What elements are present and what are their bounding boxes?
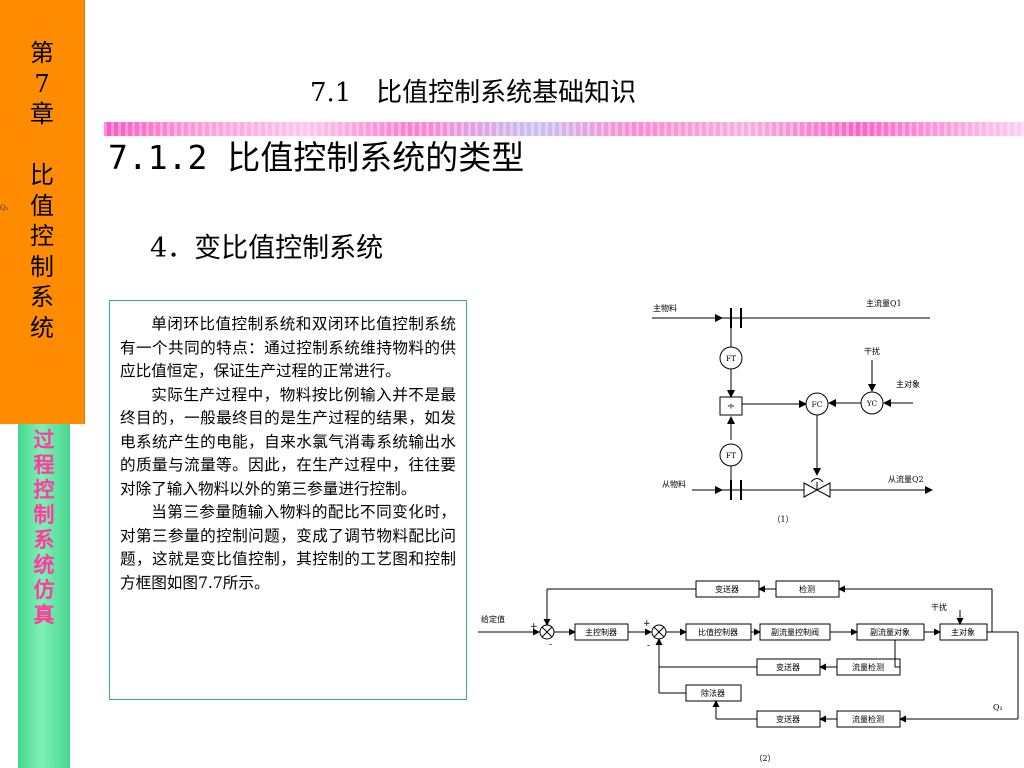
flow-detect-bottom-label: 流量检测 bbox=[852, 714, 884, 724]
disturbance-label-2: 干扰 bbox=[931, 602, 947, 612]
slave-material-label: 从物料 bbox=[662, 479, 686, 489]
block-diagram: 变送器 检测 给定值 干扰 + - 主控制器 + - 比值控制器 副流量控制阀 … bbox=[478, 580, 1019, 763]
main-object-label: 主对象 bbox=[896, 379, 920, 389]
transmitter-top-label: 变送器 bbox=[715, 584, 739, 594]
tiny-label: Q₂ bbox=[0, 204, 9, 212]
main-flow-label: 主流量Q1 bbox=[866, 298, 902, 308]
sub-flow-object-label: 副流量对象 bbox=[870, 627, 910, 637]
plus-sign-2: + bbox=[643, 619, 651, 629]
minus-sign-2: - bbox=[647, 641, 650, 651]
transmitter-bottom-label: 变送器 bbox=[776, 714, 800, 724]
sub-heading: 4．变比值控制系统 bbox=[150, 233, 384, 264]
chapter-box: 第 7 章 比 值 控 制 系 统 bbox=[0, 0, 85, 424]
caption-1: （1） bbox=[772, 515, 793, 524]
process-diagram: 主物料 主流量Q1 FT 干扰 主对象 ÷ FC YC FT 从物料 从流量Q2… bbox=[652, 298, 933, 524]
chapter-label: 第 7 章 比 值 控 制 系 统 bbox=[30, 39, 54, 342]
ft-top-label: FT bbox=[726, 354, 736, 363]
fc-label: FC bbox=[812, 400, 823, 409]
course-strip bbox=[18, 424, 70, 768]
section-title: 7.1 比值控制系统基础知识 bbox=[310, 78, 637, 108]
paragraph: 实际生产过程中，物料按比例输入并不是最终目的，一般最终目的是生产过程的结果，如发… bbox=[120, 385, 456, 498]
q1-label: Q₁ bbox=[993, 703, 1003, 712]
flow-detect-mid-label: 流量检测 bbox=[852, 662, 884, 672]
detection-top-label: 检测 bbox=[799, 584, 815, 594]
slave-flow-label: 从流量Q2 bbox=[888, 474, 924, 484]
sub-flow-valve-label: 副流量控制阀 bbox=[771, 627, 819, 637]
divider-symbol: ÷ bbox=[727, 401, 735, 412]
ratio-controller-label: 比值控制器 bbox=[698, 627, 738, 637]
yc-label: YC bbox=[866, 399, 878, 408]
decorative-bar bbox=[104, 122, 1024, 136]
disturbance-label: 干扰 bbox=[864, 346, 880, 356]
ft-bottom-label: FT bbox=[726, 451, 736, 460]
sidebar: 第 7 章 比 值 控 制 系 统 过 程 控 制 系 统 仿 真 Q₂ bbox=[0, 0, 85, 768]
divider-label: 除法器 bbox=[701, 688, 725, 698]
main-controller-label: 主控制器 bbox=[585, 627, 617, 637]
text-box: 单闭环比值控制系统和双闭环比值控制系统有一个共同的特点：通过控制系统维持物料的供… bbox=[109, 300, 467, 700]
main-object-label-2: 主对象 bbox=[951, 627, 975, 637]
sub-title: 7.1.2 比值控制系统的类型 bbox=[108, 138, 525, 177]
paragraph: 当第三参量随输入物料的配比不同变化时，对第三参量的控制问题，变成了调节物料配比问… bbox=[120, 503, 456, 592]
caption-2: （2） bbox=[754, 754, 775, 763]
main-material-label: 主物料 bbox=[653, 303, 677, 313]
paragraph: 单闭环比值控制系统和双闭环比值控制系统有一个共同的特点：通过控制系统维持物料的供… bbox=[120, 315, 456, 380]
minus-sign-1: - bbox=[549, 640, 552, 650]
transmitter-mid-label: 变送器 bbox=[776, 662, 800, 672]
plus-sign-1: + bbox=[530, 622, 538, 632]
course-label: 过 程 控 制 系 统 仿 真 bbox=[33, 428, 55, 627]
setpoint-label: 给定值 bbox=[481, 614, 505, 624]
